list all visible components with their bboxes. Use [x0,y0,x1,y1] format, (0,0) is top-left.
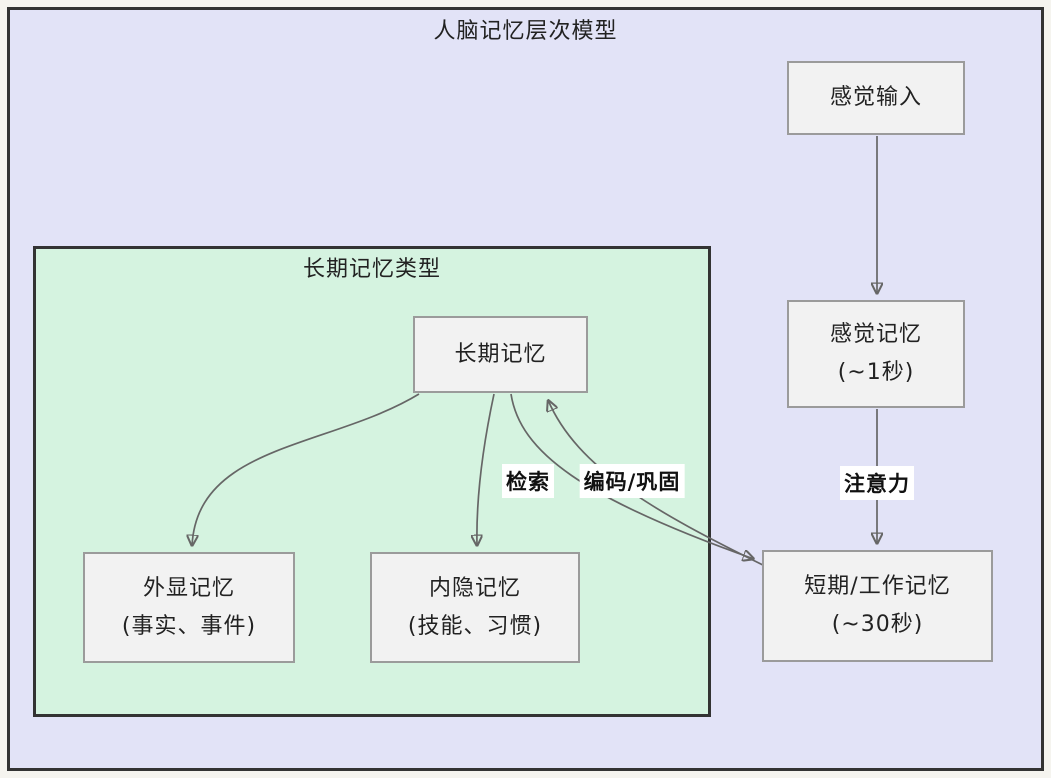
node-sublabel: (技能、习惯) [407,613,543,639]
node-implicit-memory: 内隐记忆 (技能、习惯) [370,552,580,663]
edge-label-attention: 注意力 [840,466,914,500]
node-sensory-memory: 感觉记忆 (~1秒) [787,300,965,408]
node-short-term-working-memory: 短期/工作记忆 (~30秒) [762,550,993,662]
node-label: 感觉记忆 [829,322,922,347]
node-sublabel: (事实、事件) [121,613,257,639]
node-label: 内隐记忆 [428,575,521,601]
edge-label-encoding: 编码/巩固 [579,464,685,498]
subgraph-title: 长期记忆类型 [302,257,441,282]
node-label: 短期/工作记忆 [804,574,951,599]
node-long-term-memory: 长期记忆 [413,316,588,393]
node-sensory-input: 感觉输入 [787,61,965,135]
node-explicit-memory: 外显记忆 (事实、事件) [83,552,295,663]
node-sublabel: (~1秒) [837,360,915,385]
node-label: 长期记忆 [454,341,547,367]
diagram-title: 人脑记忆层次模型 [433,19,618,44]
edge-label-retrieval: 检索 [502,464,554,498]
node-label: 感觉输入 [829,85,922,110]
node-sublabel: (~30秒) [831,612,924,637]
node-label: 外显记忆 [142,575,235,601]
